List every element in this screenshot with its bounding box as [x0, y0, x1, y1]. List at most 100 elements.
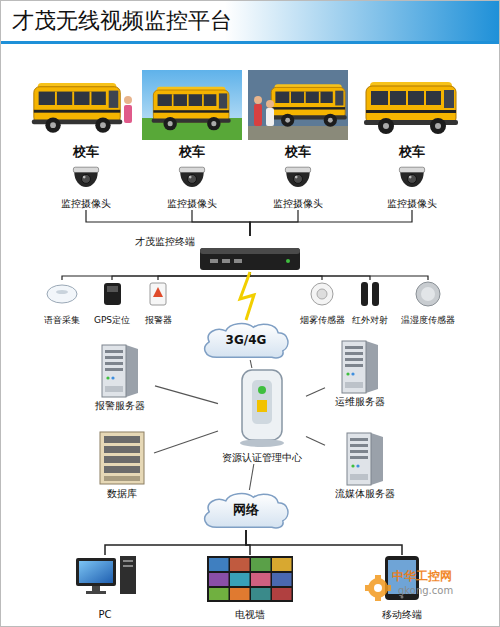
school-bus-picture: [152, 87, 231, 131]
connector-line: [249, 464, 253, 490]
school-bus: 校车: [142, 70, 242, 160]
pc-tower-slot: [123, 560, 133, 562]
gps-icon: [107, 286, 118, 292]
photo-ground: [248, 126, 348, 140]
child-figure: [266, 108, 274, 126]
terminal-port: [222, 259, 230, 263]
child-figure: [254, 104, 262, 126]
video-wall-frame: [207, 556, 293, 602]
network-cloud: 3G/4G: [200, 320, 292, 360]
terminal-led: [286, 259, 290, 263]
database: 数据库: [90, 428, 154, 500]
server-icon: [347, 433, 383, 485]
node-label: 温湿度传感器: [401, 315, 455, 326]
connector-line: [306, 437, 325, 446]
humidity-sensor-icon: [416, 282, 440, 306]
node-label: PC: [98, 609, 111, 621]
pc-stand: [86, 591, 106, 594]
wireless-link: [240, 272, 254, 320]
node-label: 烟雾传感器: [300, 315, 345, 326]
alarm-icon: [153, 287, 163, 297]
video-wall-screen: [272, 588, 292, 600]
pc-screen: [79, 561, 113, 583]
alarm-icon: [150, 283, 166, 305]
school-bus: 校车: [362, 70, 462, 160]
photo-background: [142, 70, 242, 140]
node-label: 运维服务器: [335, 396, 385, 408]
video-wall-screen: [230, 573, 250, 586]
node-label: 网络: [233, 502, 259, 518]
node-label: 校车: [73, 144, 99, 160]
title-slot: 才茂无线视频监控平台: [12, 8, 232, 34]
pc-stand: [92, 586, 100, 591]
auth-device-led: [258, 386, 266, 394]
infrared-icon: [372, 282, 379, 306]
photo-background: [362, 70, 462, 140]
child-figure: [124, 105, 132, 123]
camera: 监控摄像头: [367, 164, 457, 210]
voice-sensor-icon: [56, 290, 68, 294]
monitor-terminal: 才茂监控终端: [135, 236, 305, 272]
node-label: 红外对射: [352, 315, 388, 326]
title-band: [0, 0, 500, 44]
terminal-port: [234, 259, 242, 263]
terminal-device: [200, 248, 300, 270]
watermark-url: gkong.com: [398, 585, 453, 597]
child-figure: [124, 96, 132, 104]
cloud-shape: [205, 493, 288, 527]
video-wall-screen: [272, 558, 292, 571]
sensor: 烟雾传感器: [295, 280, 349, 326]
watermark-gear: [374, 584, 382, 592]
node-label: 监控摄像头: [387, 198, 437, 210]
node-label: 监控摄像头: [273, 198, 323, 210]
node-label: 报警服务器: [95, 400, 145, 412]
node-label: 数据库: [107, 488, 137, 500]
node-label: 电视墙: [235, 609, 265, 621]
video-wall-screen: [230, 558, 250, 571]
cloud-shape: [205, 323, 288, 357]
smoke-sensor-icon: [311, 283, 333, 305]
title-rule: [0, 41, 500, 44]
sensor: 温湿度传感器: [397, 280, 459, 326]
node-label: 移动终端: [382, 609, 422, 621]
school-bus-picture: [364, 82, 458, 134]
connector-line: [246, 530, 402, 555]
connector-line: [105, 530, 246, 555]
node-label: GPS定位: [94, 315, 130, 326]
camera: 监控摄像头: [41, 164, 131, 210]
school-bus-picture: [270, 84, 347, 127]
watermark-gear: [375, 575, 381, 601]
pc-monitor: [76, 558, 116, 586]
node-label: 校车: [285, 144, 311, 160]
node-label: 语音采集: [44, 315, 80, 326]
connector-line: [250, 210, 412, 236]
connector-line: [86, 210, 250, 236]
auth-device: [242, 370, 282, 440]
sensor: 红外对射: [346, 280, 394, 326]
smoke-sensor-icon: [317, 289, 327, 299]
video-wall-screen: [272, 573, 292, 586]
sensor: 语音采集: [38, 280, 86, 326]
camera-icon: [73, 167, 98, 187]
node-label: 校车: [179, 144, 205, 160]
database-drawer: [104, 466, 140, 473]
video-wall-screen: [209, 558, 229, 571]
humidity-sensor-icon: [421, 287, 435, 301]
watermark-gear: [365, 575, 391, 601]
terminal-top: [200, 248, 300, 254]
server-icon: [342, 341, 378, 393]
camera-icon: [399, 167, 424, 187]
node-label: 报警器: [145, 315, 172, 326]
photo-background: [248, 70, 348, 140]
connector-line: [250, 272, 428, 280]
database-drawer: [104, 456, 140, 463]
school-bus: 校车: [248, 70, 348, 160]
node-label: 流媒体服务器: [335, 488, 395, 500]
connector-line: [62, 272, 250, 280]
school-bus-picture: [32, 83, 122, 133]
